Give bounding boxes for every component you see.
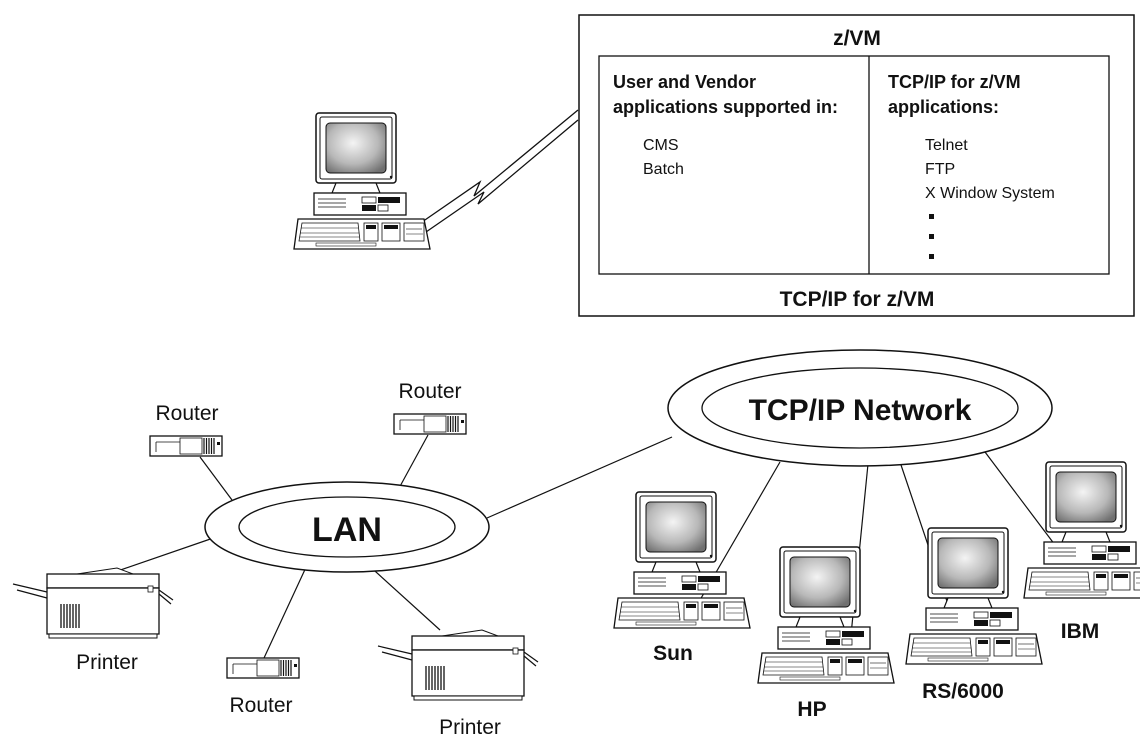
right-panel-item-telnet: Telnet bbox=[925, 137, 968, 154]
ellipsis-dots bbox=[929, 214, 934, 259]
lan-label: LAN bbox=[312, 511, 382, 549]
link-lan-tcpip bbox=[486, 436, 673, 519]
tcpip-network-label: TCP/IP Network bbox=[749, 394, 972, 427]
lan-cloud: LAN bbox=[204, 481, 490, 573]
printer-right-label: Printer bbox=[439, 716, 501, 739]
zvm-footer: TCP/IP for z/VM bbox=[780, 288, 935, 311]
router-top-left-label: Router bbox=[155, 402, 218, 425]
link-router-top-left bbox=[199, 456, 233, 501]
sun-workstation-icon bbox=[613, 491, 751, 629]
link-printer-left bbox=[105, 534, 223, 576]
zvm-inner-frame bbox=[598, 55, 1110, 275]
ibm-label: IBM bbox=[1061, 620, 1100, 643]
right-panel-heading-1: TCP/IP for z/VM bbox=[888, 72, 1021, 92]
ibm-workstation-icon bbox=[1023, 461, 1140, 599]
link-ibm bbox=[984, 451, 1056, 546]
printer-right-icon bbox=[377, 629, 539, 701]
link-printer-right bbox=[364, 561, 441, 631]
router-top-right-label: Router bbox=[398, 380, 461, 403]
printer-left-label: Printer bbox=[76, 651, 138, 674]
host-workstation-icon bbox=[293, 112, 431, 250]
tcpip-network-cloud: TCP/IP Network bbox=[667, 349, 1053, 467]
right-panel-item-ftp: FTP bbox=[925, 161, 955, 178]
rs6000-workstation-icon bbox=[905, 527, 1043, 665]
sun-label: Sun bbox=[653, 642, 693, 665]
link-router-top-right bbox=[397, 434, 429, 491]
left-panel-heading-2: applications supported in: bbox=[613, 97, 838, 117]
left-panel-item-batch: Batch bbox=[643, 161, 684, 178]
hp-label: HP bbox=[797, 698, 826, 721]
right-panel-heading-2: applications: bbox=[888, 97, 999, 117]
router-bottom-label: Router bbox=[229, 694, 292, 717]
rs6000-label: RS/6000 bbox=[922, 680, 1004, 703]
right-panel-item-xwindow: X Window System bbox=[925, 185, 1055, 202]
router-top-left-icon bbox=[149, 435, 223, 457]
lightning-link-icon bbox=[421, 109, 579, 223]
hp-workstation-icon bbox=[757, 546, 895, 684]
router-top-right-icon bbox=[393, 413, 467, 435]
zvm-title: z/VM bbox=[833, 27, 881, 50]
left-panel-item-cms: CMS bbox=[643, 137, 679, 154]
printer-left-icon bbox=[12, 567, 174, 639]
router-bottom-icon bbox=[226, 657, 300, 679]
left-panel-heading-1: User and Vendor bbox=[613, 72, 756, 92]
link-router-bottom bbox=[263, 562, 309, 659]
zvm-box: z/VM TCP/IP for z/VM User and Vendor app… bbox=[578, 14, 1135, 317]
